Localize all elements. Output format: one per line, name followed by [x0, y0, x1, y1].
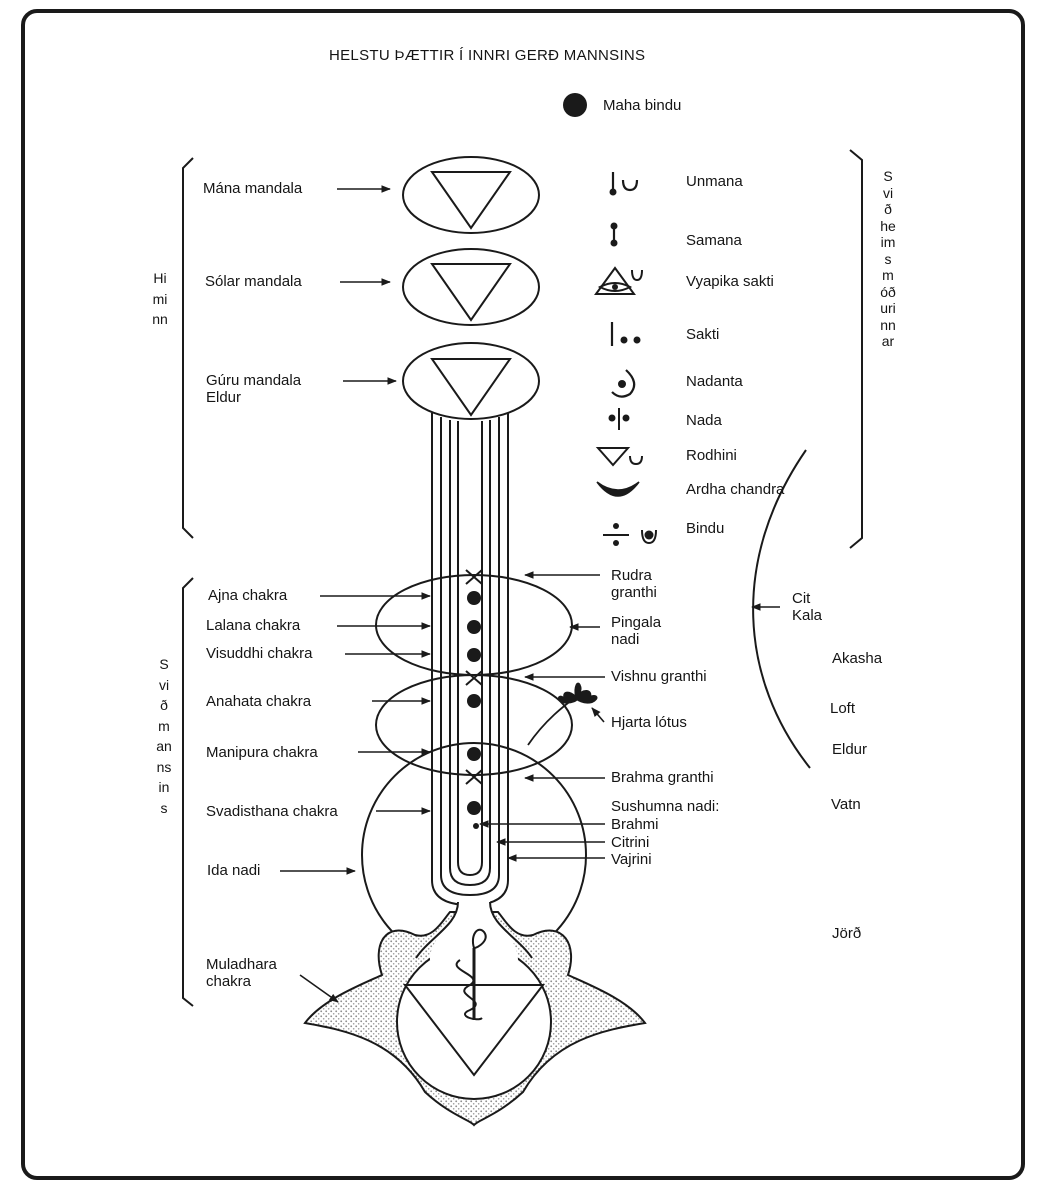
rudra-granthi-label-line1: Rudra: [611, 567, 652, 584]
sakti-icon: [610, 322, 641, 346]
svid-heimsmodurinnar-label: Svið heimsmóðurinnar: [880, 168, 896, 349]
sushumna-nadi-label: Sushumna nadi:: [611, 798, 720, 815]
vajrini-label: Vajrini: [611, 851, 652, 868]
himinn-bracket: [182, 157, 194, 539]
chakra-dots: [467, 591, 481, 829]
unmana-icon: [609, 172, 639, 196]
manipura-chakra-label: Manipura chakra: [206, 744, 318, 761]
solar-mandala-label: Sólar mandala: [205, 273, 302, 290]
page-frame: [21, 9, 1025, 1180]
guru-mandala-label: Gúru mandala: [206, 372, 302, 389]
svid-heimsmodurinnar-bracket: [849, 149, 863, 549]
samana-label: Samana: [686, 232, 742, 249]
nada-label: Nada: [686, 412, 722, 429]
muladhara-lotus: [303, 900, 647, 1127]
guru-mandala: [402, 342, 540, 420]
page-title: HELSTU ÞÆTTIR Í INNRI GERÐ MANNSINS: [329, 47, 646, 64]
right-arrows: [479, 571, 780, 862]
cit-label: Cit: [792, 590, 811, 607]
vatn-label: Vatn: [831, 796, 861, 813]
mana-mandala-label: Mána mandala: [203, 180, 303, 197]
muladhara-label-line1: Muladhara: [206, 956, 277, 973]
ida-nadi-label: Ida nadi: [207, 862, 261, 879]
hjarta-lotus-flower: [527, 682, 598, 746]
svadisthana-chakra-label: Svadisthana chakra: [206, 803, 338, 820]
eldur-element-label: Eldur: [832, 741, 868, 758]
left-arrows: [280, 185, 431, 1003]
pingala-nadi-label-line1: Pingala: [611, 614, 662, 631]
himinn-label: Himinn: [152, 270, 168, 327]
eldur-upper-label: Eldur: [206, 389, 242, 406]
nadanta-icon: [611, 369, 636, 398]
maha-bindu-dot: [563, 93, 587, 117]
samana-icon: [610, 222, 618, 247]
unmana-label: Unmana: [686, 173, 743, 190]
jord-label: Jörð: [832, 925, 862, 942]
nada-icon: [608, 408, 630, 430]
citrini-label: Citrini: [611, 834, 650, 851]
mana-mandala: [402, 156, 540, 234]
nadanta-label: Nadanta: [686, 373, 743, 390]
svid-mannsins-bracket: [182, 577, 194, 1007]
sakti-label: Sakti: [686, 326, 720, 343]
svid-mannsins-label: Svið mannsins: [156, 656, 172, 816]
rodhini-label: Rodhini: [686, 447, 737, 464]
pingala-nadi-label-line2: nadi: [611, 631, 640, 648]
hjarta-lotus-label: Hjarta lótus: [611, 714, 687, 731]
cit-kala-arc: [752, 449, 811, 769]
brahmi-label: Brahmi: [611, 816, 659, 833]
maha-bindu-label: Maha bindu: [603, 97, 682, 114]
ardha-chandra-label: Ardha chandra: [686, 481, 785, 498]
kala-label: Kala: [792, 607, 823, 624]
vishnu-granthi-label: Vishnu granthi: [611, 668, 707, 685]
loft-label: Loft: [830, 700, 856, 717]
lalana-chakra-label: Lalana chakra: [206, 617, 301, 634]
ajna-chakra-label: Ajna chakra: [208, 587, 288, 604]
rodhini-icon: [595, 447, 643, 467]
bindu-label: Bindu: [686, 520, 725, 537]
anahata-ellipse: [375, 674, 573, 776]
granthi-crosses: [465, 569, 483, 785]
rudra-granthi-label-line2: granthi: [611, 584, 657, 601]
solar-mandala: [402, 248, 540, 326]
vyapika-sakti-label: Vyapika sakti: [686, 273, 774, 290]
visuddhi-chakra-label: Visuddhi chakra: [206, 645, 313, 662]
bindu-icon: [603, 523, 657, 546]
vyapika-sakti-icon: [594, 266, 643, 295]
anahata-chakra-label: Anahata chakra: [206, 693, 312, 710]
akasha-label: Akasha: [832, 650, 883, 667]
muladhara-label-line2: chakra: [206, 973, 252, 990]
ardha-chandra-icon: [596, 481, 640, 497]
brahma-granthi-label: Brahma granthi: [611, 769, 714, 786]
